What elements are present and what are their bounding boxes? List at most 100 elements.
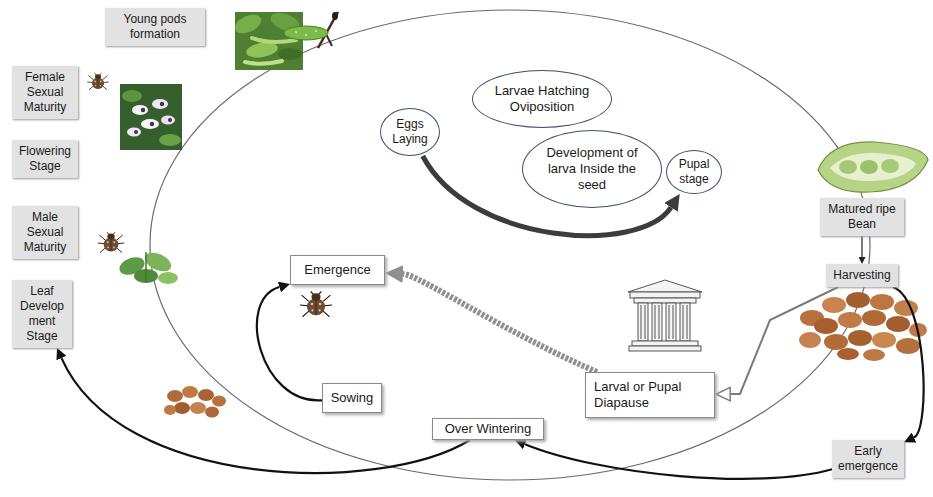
flowering-photo: [152, 99, 168, 109]
cycle-arrow: [731, 287, 838, 394]
sowing-seeds-picture: [174, 402, 190, 414]
harvested-beans-photo: [838, 312, 862, 328]
flowering-photo: [161, 116, 175, 125]
harvested-beans-photo: [848, 330, 872, 346]
pod-on-stem-picture: [295, 31, 297, 33]
ripe-bean-pod-photo: [839, 160, 857, 174]
leaf-plant-photo: [158, 272, 178, 284]
stage-oval: Eggs Laying: [380, 108, 440, 156]
harvested-beans-photo: [870, 294, 894, 310]
young-pods-photo: [252, 38, 296, 42]
sowing-seeds-picture: [164, 405, 176, 415]
harvested-beans-photo: [799, 332, 821, 348]
flowering-photo: [122, 90, 142, 102]
flowering-photo: [141, 108, 145, 112]
node-label: Harvesting: [830, 268, 894, 283]
harvested-beans-photo: [862, 310, 886, 326]
harvested-beans-photo: [886, 316, 910, 332]
node-label: Larvae Hatching Oviposition: [491, 83, 593, 115]
diapause-pillars-icon: [628, 280, 702, 292]
pod-on-stem-picture: [284, 26, 328, 40]
diapause-pillars-icon: [652, 303, 662, 341]
young-pods-photo: [245, 61, 282, 64]
young-pods-photo: [232, 9, 303, 70]
node-label: Development of larva Inside the seed: [541, 145, 643, 193]
pod-on-stem-picture: [284, 12, 338, 48]
flowering-photo: [120, 84, 182, 150]
sowing-seeds-picture: [205, 407, 219, 418]
stage-box: Young pods formation: [105, 8, 205, 46]
pod-on-stem-picture: [315, 30, 317, 32]
node-label: Sowing: [329, 390, 375, 406]
young-pods-photo: [232, 11, 264, 37]
harvested-beans-photo: [894, 300, 918, 316]
pod-on-stem-picture: [332, 12, 338, 20]
cycle-arrow: [62, 358, 471, 473]
node-label: Female Sexual Maturity: [16, 70, 74, 115]
flowering-photo: [134, 130, 138, 134]
leaf-plant-photo: [117, 249, 178, 284]
node-label: Matured ripe Bean: [824, 202, 900, 232]
harvested-beans-photo: [822, 297, 846, 313]
cycle-ellipse: [150, 10, 870, 480]
sowing-seeds-picture: [212, 396, 226, 407]
event-box: Larval or Pupal Diapause: [585, 372, 715, 418]
event-box: Over Wintering: [432, 418, 544, 440]
diapause-pillars-icon: [666, 303, 676, 341]
stage-box: Leaf Develop ment Stage: [12, 280, 72, 348]
node-label: Leaf Develop ment Stage: [16, 284, 68, 344]
sowing-seeds-picture: [164, 386, 226, 418]
flowering-photo: [168, 118, 172, 122]
harvested-beans-photo: [837, 348, 859, 360]
flowering-photo: [120, 84, 182, 150]
male-beetle-icon: [98, 232, 124, 253]
cycle-arrow: [893, 287, 924, 438]
harvested-beans-photo: [814, 318, 838, 334]
node-label: Larval or Pupal Diapause: [594, 379, 706, 411]
sowing-seeds-picture: [182, 386, 198, 398]
cycle-arrow: [861, 236, 862, 257]
female-beetle-icon: [87, 73, 109, 90]
diapause-pillars-icon: [638, 303, 648, 341]
node-label: Eggs Laying: [388, 117, 432, 147]
flowering-photo: [160, 102, 164, 106]
ripe-bean-pod-photo: [830, 153, 916, 181]
flowering-photo: [127, 128, 141, 137]
node-label: Over Wintering: [441, 421, 535, 437]
diapause-pillars-icon: [628, 280, 702, 351]
pod-on-stem-picture: [305, 34, 307, 36]
node-label: Early emergence: [836, 444, 900, 474]
stage-box: Female Sexual Maturity: [12, 66, 78, 119]
ripe-bean-pod-photo: [881, 159, 899, 173]
diapause-pillars-icon: [632, 341, 698, 346]
flowering-photo: [150, 122, 154, 126]
stage-box: Early emergence: [832, 440, 904, 478]
node-label: Young pods formation: [109, 12, 201, 42]
harvested-beans-photo: [872, 332, 896, 348]
event-box: Emergence: [290, 255, 385, 285]
node-label: Male Sexual Maturity: [16, 210, 74, 255]
stage-box: Flowering Stage: [12, 140, 78, 178]
young-pods-photo: [278, 48, 302, 60]
sowing-seeds-picture: [167, 390, 183, 402]
diapause-pillars-icon: [629, 346, 701, 351]
node-label: Pupal stage: [673, 157, 715, 187]
cycle-arrow: [525, 444, 832, 479]
diapause-pillars-icon: [630, 292, 700, 298]
harvested-beans-photo: [824, 334, 848, 350]
diapause-pillars-icon: [634, 298, 696, 303]
leaf-plant-photo: [145, 252, 147, 282]
node-label: Flowering Stage: [16, 144, 74, 174]
stage-box: Matured ripe Bean: [820, 198, 904, 236]
flowering-photo: [141, 119, 159, 129]
diapause-pillars-icon: [680, 303, 690, 341]
harvested-beans-photo: [863, 349, 885, 361]
stage-oval: Development of larva Inside the seed: [522, 130, 662, 208]
emerging-beetle-icon: [300, 292, 332, 317]
harvested-beans-photo: [896, 338, 920, 354]
sowing-seeds-picture: [190, 402, 206, 414]
ripe-bean-pod-photo: [818, 142, 928, 192]
flowering-photo: [159, 134, 181, 146]
sowing-seeds-picture: [198, 389, 214, 401]
diapause-pillars-icon: [641, 305, 687, 339]
